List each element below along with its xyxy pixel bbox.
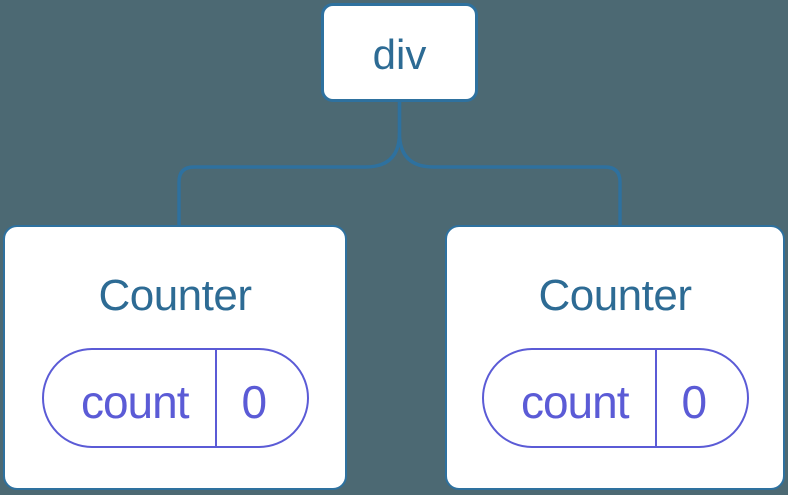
state-name: count xyxy=(520,376,630,428)
connector-left-branch xyxy=(177,101,402,226)
connector-right-branch xyxy=(397,101,622,226)
state-value: 0 xyxy=(681,376,708,428)
state-pill: count 0 xyxy=(41,348,309,448)
state-name: count xyxy=(80,376,190,428)
state-value-cell: 0 xyxy=(657,350,747,446)
state-name-cell: count xyxy=(484,350,657,446)
state-value-cell: 0 xyxy=(217,350,307,446)
counter-title: Counter xyxy=(98,271,252,320)
counter-node-left: Counter count 0 xyxy=(3,225,347,490)
state-pill: count 0 xyxy=(481,348,749,448)
counter-node-right: Counter count 0 xyxy=(445,225,785,490)
counter-title: Counter xyxy=(538,271,692,320)
state-name-cell: count xyxy=(44,350,217,446)
root-node-label: div xyxy=(372,30,427,78)
root-node-div: div xyxy=(321,3,478,102)
state-value: 0 xyxy=(241,376,268,428)
